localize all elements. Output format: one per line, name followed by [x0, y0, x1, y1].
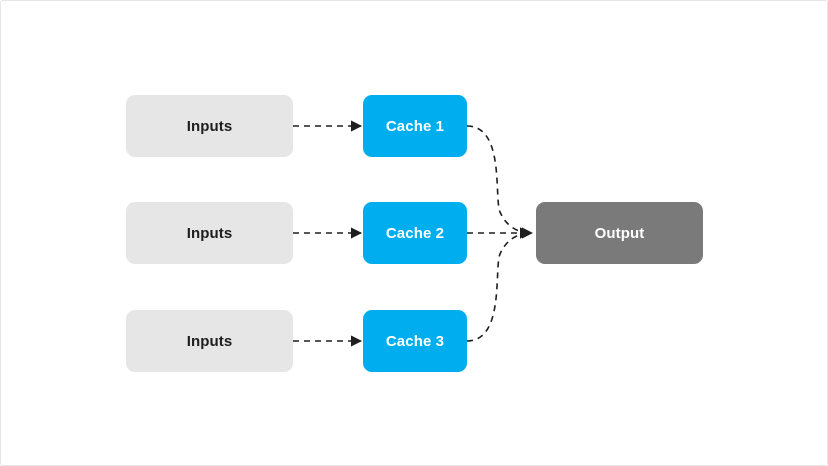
output-node: Output [536, 202, 703, 264]
edge-cache-3-to-output [466, 227, 532, 342]
input-node-2-label: Inputs [186, 224, 233, 242]
output-node-label: Output [594, 224, 645, 242]
cache-node-2-label: Cache 2 [385, 224, 445, 242]
edge-cache-1-to-output [466, 125, 532, 239]
input-node-1-label: Inputs [186, 117, 233, 135]
cache-node-3: Cache 3 [363, 310, 467, 372]
input-node-1: Inputs [126, 95, 293, 157]
input-node-3: Inputs [126, 310, 293, 372]
cache-node-2: Cache 2 [363, 202, 467, 264]
input-node-3-label: Inputs [186, 332, 233, 350]
cache-node-1: Cache 1 [363, 95, 467, 157]
cache-node-1-label: Cache 1 [385, 117, 445, 135]
cache-node-3-label: Cache 3 [385, 332, 445, 350]
input-node-2: Inputs [126, 202, 293, 264]
